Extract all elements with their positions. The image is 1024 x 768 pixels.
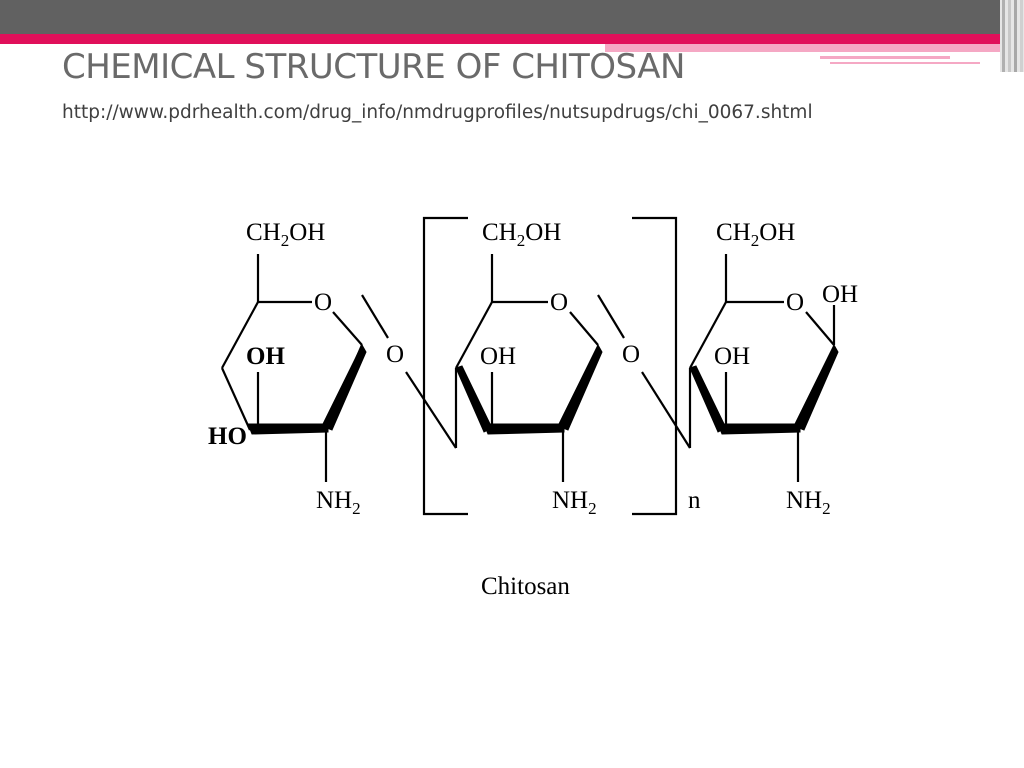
corner-stripes bbox=[1000, 0, 1024, 72]
ring3-anomeric-oh-label: OH bbox=[822, 281, 858, 308]
accent-band bbox=[0, 34, 1000, 44]
ring3-ring-oxygen: O bbox=[786, 289, 804, 316]
ring2-bond-o-c1 bbox=[569, 311, 599, 346]
ring3-ch2oh-label: CH2OH bbox=[716, 219, 795, 250]
ring1-wedge-c1-c2 bbox=[321, 343, 367, 431]
ring1-ch2oh-label: CH2OH bbox=[246, 219, 325, 250]
ring2-bond-c5-c4 bbox=[455, 301, 493, 369]
source-link: http://www.pdrhealth.com/drug_info/nmdru… bbox=[62, 102, 813, 123]
header-bar bbox=[0, 0, 1024, 34]
slide-title: CHEMICAL STRUCTURE OF CHITOSAN bbox=[62, 47, 685, 87]
linker1-bond-out bbox=[405, 371, 457, 449]
linker2-bond-in bbox=[597, 294, 625, 339]
ring3-wedge-c4-c3 bbox=[689, 365, 727, 433]
accent-band-light bbox=[605, 44, 1000, 52]
linker1-oxygen: O bbox=[386, 341, 404, 368]
ring-2: CH2OH O OH NH2 bbox=[454, 219, 603, 518]
repeat-bracket-right bbox=[632, 216, 678, 516]
ring1-oh-label: OH bbox=[246, 343, 285, 370]
ring2-nh2-label: NH2 bbox=[552, 487, 597, 518]
ring1-ring-oxygen: O bbox=[314, 289, 332, 316]
ring1-wedge-c3-c2 bbox=[247, 423, 329, 435]
ring3-wedge-c1-c2 bbox=[793, 343, 839, 431]
ring2-wedge-c1-c2 bbox=[557, 343, 603, 431]
ring2-wedge-c3-c2 bbox=[483, 423, 565, 435]
glycosidic-linker-1: O bbox=[361, 294, 457, 449]
ring1-ho-label: HO bbox=[208, 423, 247, 450]
ring1-nh2-label: NH2 bbox=[316, 487, 361, 518]
ring2-ring-oxygen: O bbox=[550, 289, 568, 316]
diagram-caption: Chitosan bbox=[481, 573, 570, 600]
ring3-nh2-label: NH2 bbox=[786, 487, 831, 518]
ring3-bond-c5-c4 bbox=[689, 301, 727, 369]
repeat-count-label: n bbox=[688, 487, 701, 514]
ring1-bond-c4-c3 bbox=[220, 367, 252, 431]
ring3-bond-o-c1 bbox=[805, 311, 835, 346]
repeat-bracket-left bbox=[422, 216, 468, 516]
ring1-bond-o-c1 bbox=[332, 311, 363, 346]
linker2-bond-out bbox=[641, 371, 691, 449]
ring-3: CH2OH O OH OH NH2 bbox=[688, 219, 858, 518]
ring1-bond-c5-c4 bbox=[221, 301, 259, 369]
ring-1: CH2OH O OH HO NH2 bbox=[208, 219, 367, 518]
accent-band-thin-2 bbox=[830, 62, 980, 64]
linker2-oxygen: O bbox=[622, 341, 640, 368]
header-decoration bbox=[0, 0, 1024, 72]
accent-band-thin bbox=[820, 56, 950, 59]
ring2-oh-label: OH bbox=[480, 343, 516, 370]
ring3-wedge-c3-c2 bbox=[717, 423, 801, 435]
ring2-wedge-c4-c3 bbox=[455, 365, 493, 433]
ring2-ch2oh-label: CH2OH bbox=[482, 219, 561, 250]
ring3-oh-label: OH bbox=[714, 343, 750, 370]
linker1-bond-in bbox=[361, 294, 389, 339]
glycosidic-linker-2: O bbox=[597, 294, 691, 449]
